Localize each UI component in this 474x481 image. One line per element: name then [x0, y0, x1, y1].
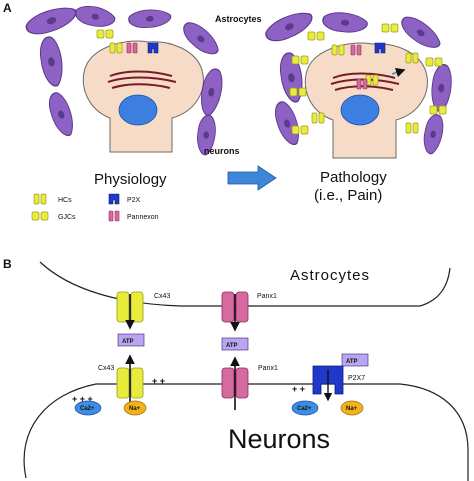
panel-a-letter: A	[3, 1, 12, 15]
panx1-bottom-label: Panx1	[258, 365, 278, 372]
plus-charges-1: + +	[152, 376, 165, 386]
cx43-top-channel	[116, 291, 144, 330]
atp-box-3: ATP	[341, 353, 369, 367]
legend-hcs: HCs	[58, 197, 72, 204]
atp-box-1: ATP	[117, 333, 145, 347]
physiology-label: Physiology	[94, 171, 167, 188]
legend-p2x: P2X	[127, 197, 141, 204]
pathology-label-1: Pathology	[320, 169, 387, 186]
legend: HCs P2X GJCs Pannexon	[31, 193, 159, 222]
neuron-membrane	[23, 383, 469, 481]
neurons-label-b: Neurons	[228, 424, 330, 454]
plus-charges-3: + +	[292, 384, 305, 394]
ca-ion-2: Ca2+	[291, 400, 319, 416]
panx1-bottom-channel	[221, 356, 249, 410]
left-gjc-1	[96, 29, 114, 39]
cx43-bottom-channel	[116, 354, 144, 408]
pathology-label-2: (i.e., Pain)	[314, 187, 382, 204]
panel-b-letter: B	[3, 257, 12, 271]
p2x7-channel	[312, 365, 344, 402]
svg-text:ATP: ATP	[226, 343, 238, 349]
svg-text:ATP: ATP	[122, 339, 134, 345]
svg-text:Ca2+: Ca2+	[297, 406, 312, 412]
astrocytes-label-b: Astrocytes	[290, 267, 370, 284]
plus-charges-2: + + +	[72, 394, 93, 404]
ca-ion-1: Ca2+	[74, 400, 102, 416]
svg-text:Ca2+: Ca2+	[80, 406, 95, 412]
golgi	[107, 70, 177, 89]
na-ion-2: Na+	[340, 400, 364, 416]
svg-text:Na+: Na+	[129, 406, 141, 412]
atp-box-2: ATP	[221, 337, 249, 351]
neuron-right	[304, 42, 428, 159]
svg-text:Na+: Na+	[346, 406, 358, 412]
astrocyte-membrane	[39, 261, 451, 307]
right-arrow	[391, 67, 406, 78]
legend-gjcs: GJCs	[58, 214, 76, 221]
cx43-top-label: Cx43	[154, 293, 170, 300]
transition-arrow	[227, 165, 277, 191]
na-ion-1: Na+	[123, 400, 147, 416]
legend-pannexon: Pannexon	[127, 214, 159, 221]
cx43-bottom-label: Cx43	[98, 365, 114, 372]
astrocytes-label-a: Astrocytes	[215, 14, 262, 24]
neurons-label-a: neurons	[204, 146, 240, 156]
p2x7-label: P2X7	[348, 375, 365, 382]
nucleus	[118, 94, 158, 126]
nucleus-right	[340, 94, 380, 126]
svg-text:ATP: ATP	[346, 359, 358, 365]
panx1-top-label: Panx1	[257, 293, 277, 300]
neuron-left	[82, 40, 204, 153]
panx1-top-channel	[221, 291, 249, 332]
